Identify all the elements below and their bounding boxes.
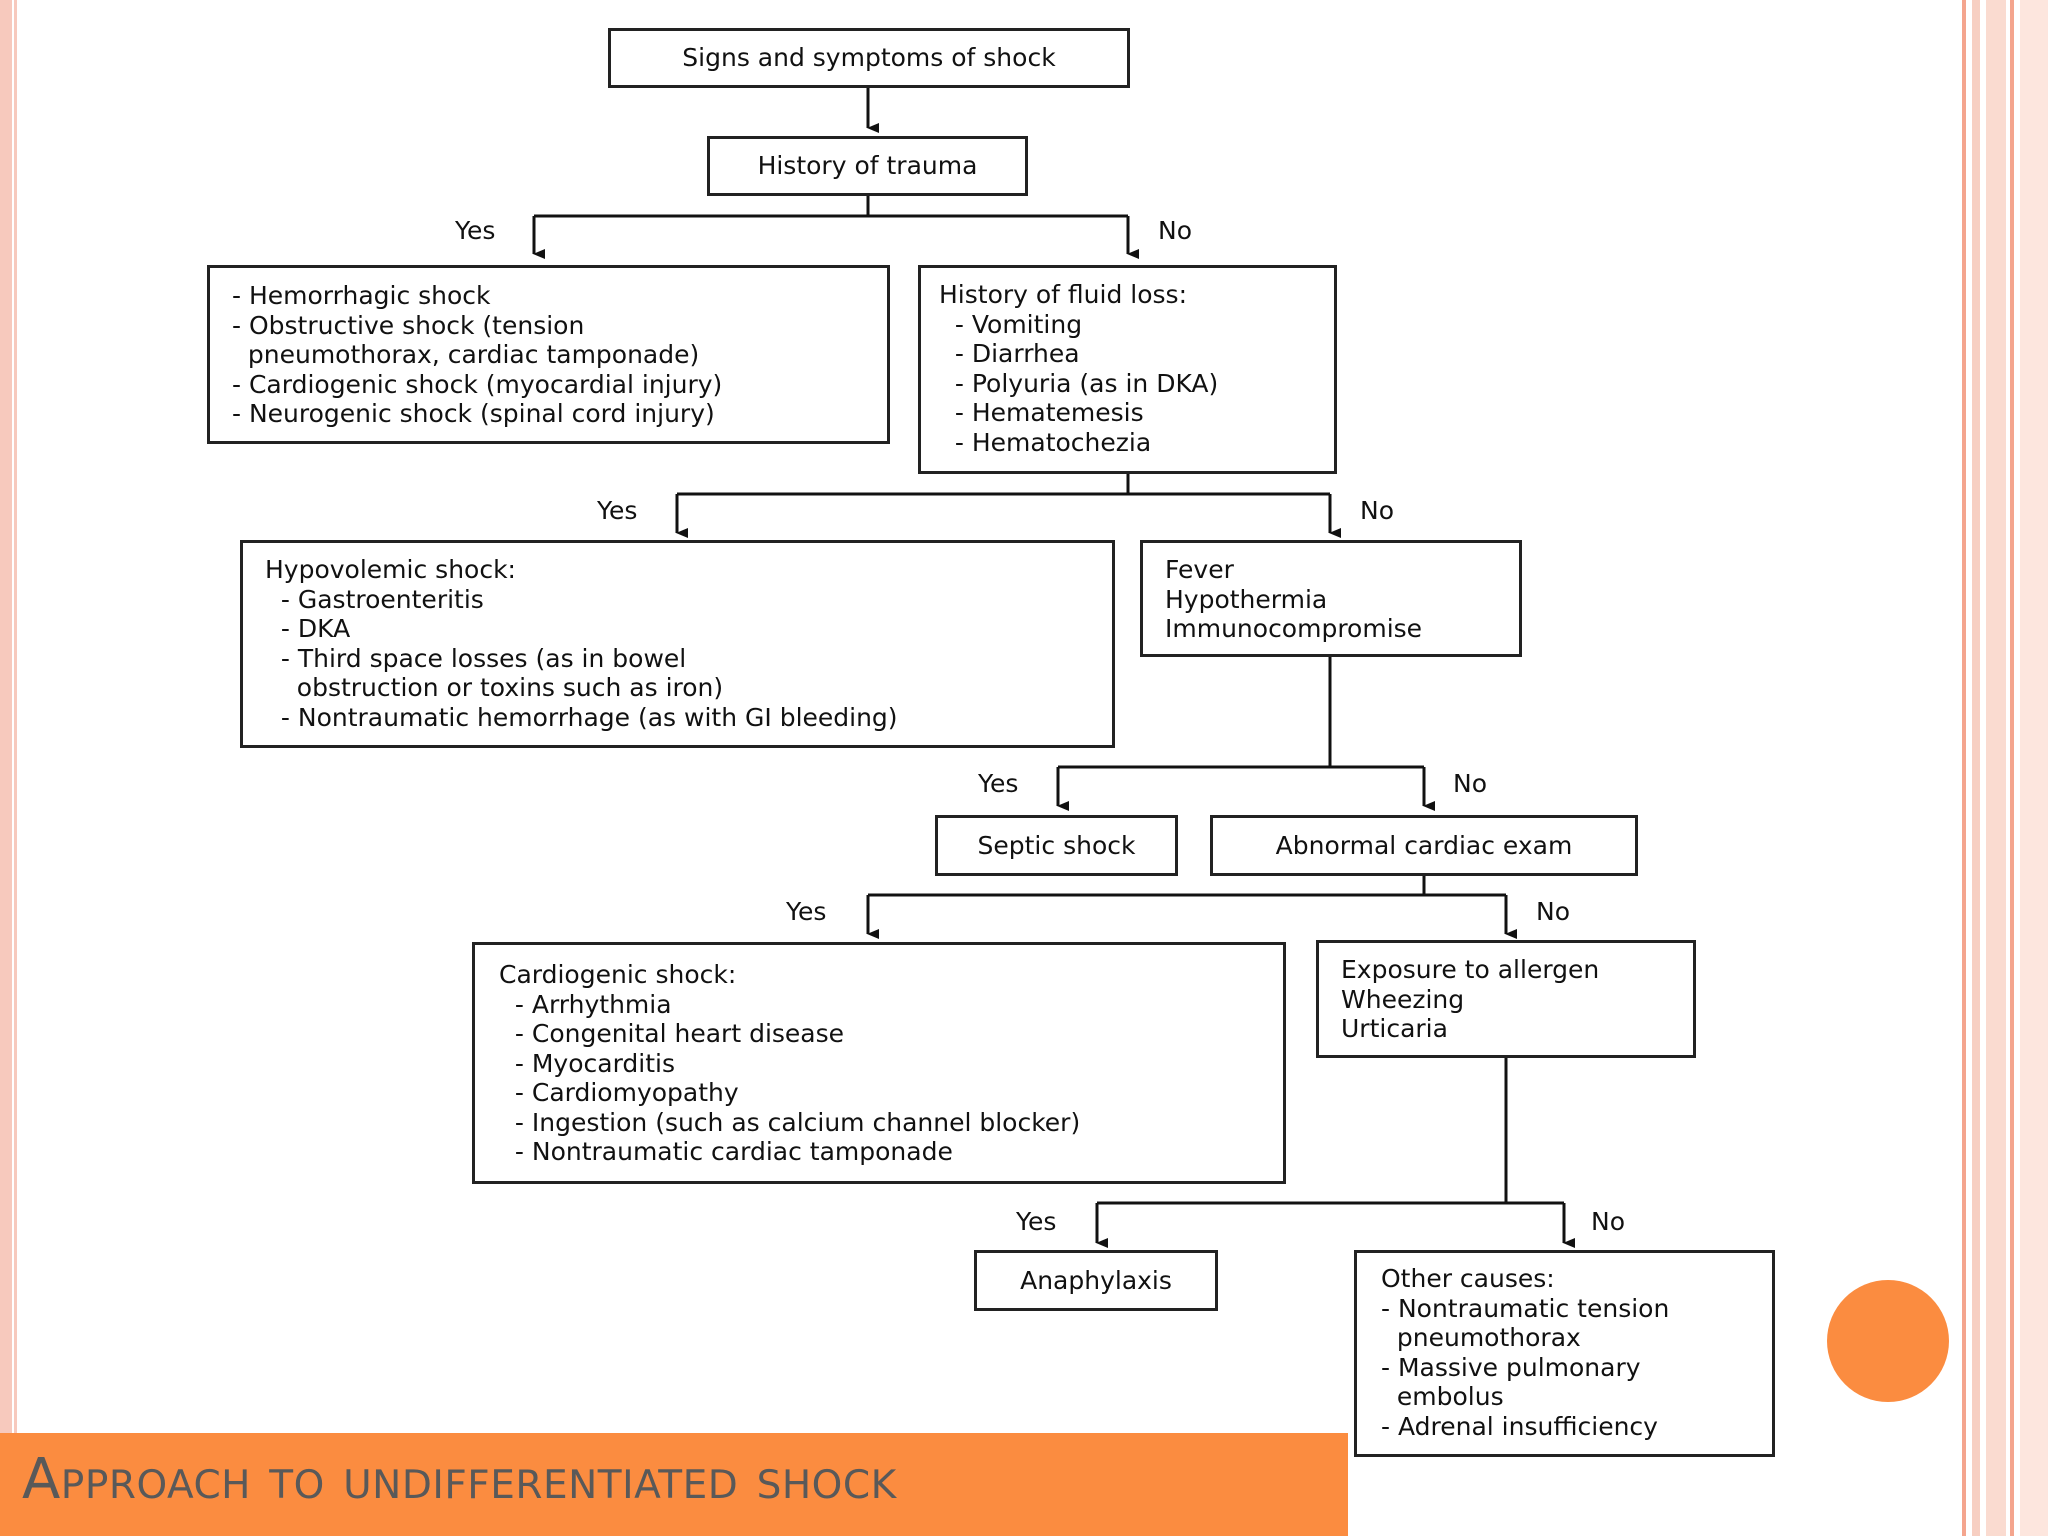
title-bar [0, 1433, 1348, 1536]
allergen-line: Wheezing [1341, 984, 1465, 1014]
hypovolemic-line: obstruction or toxins such as iron) [265, 673, 724, 702]
right-stripe [1972, 0, 1980, 1536]
other-causes-line: - Massive pulmonary [1381, 1352, 1641, 1382]
history-of-trauma-text: History of trauma [757, 151, 978, 181]
cardiogenic-line: - Cardiomyopathy [499, 1078, 739, 1107]
trauma-yes-line: - Hemorrhagic shock [232, 281, 491, 310]
no-label: No [1591, 1207, 1625, 1236]
allergen-line: Exposure to allergen [1341, 955, 1600, 984]
other-causes-line: pneumothorax [1381, 1323, 1581, 1352]
cardiogenic-line: - Nontraumatic cardiac tamponade [499, 1137, 953, 1166]
no-label: No [1360, 496, 1394, 525]
yes-label: Yes [1016, 1207, 1057, 1236]
right-stripe [2010, 0, 2014, 1536]
allergen-box: Exposure to allergen Wheezing Urticaria [1316, 940, 1696, 1058]
fluid-loss-line: - Diarrhea [939, 339, 1080, 368]
fluid-loss-line: - Polyuria (as in DKA) [939, 368, 1219, 398]
hypovolemic-shock-box: Hypovolemic shock: - Gastroenteritis - D… [240, 540, 1115, 748]
no-label: No [1158, 216, 1192, 245]
signs-and-symptoms-text: Signs and symptoms of shock [682, 43, 1056, 73]
cardiogenic-shock-box: Cardiogenic shock: - Arrhythmia - Congen… [472, 942, 1286, 1184]
slide-title: Approach to undifferentiated shock [22, 1447, 897, 1512]
fever-line: Immunocompromise [1165, 614, 1423, 643]
other-causes-line: - Adrenal insufficiency [1381, 1411, 1658, 1441]
trauma-yes-line: - Cardiogenic shock (myocardial injury) [232, 369, 723, 399]
cardiogenic-line: Cardiogenic shock: [499, 960, 737, 989]
no-label: No [1536, 897, 1570, 926]
decorative-circle [1827, 1280, 1949, 1402]
signs-and-symptoms-box: Signs and symptoms of shock [608, 28, 1130, 88]
trauma-yes-line: - Obstructive shock (tension [232, 310, 585, 340]
anaphylaxis-text: Anaphylaxis [1020, 1265, 1172, 1295]
right-stripe [1962, 0, 1966, 1536]
septic-shock-text: Septic shock [977, 830, 1136, 860]
other-causes-line: Other causes: [1381, 1264, 1555, 1293]
fluid-loss-line: History of fluid loss: [939, 280, 1187, 309]
fever-line: Hypothermia [1165, 584, 1328, 614]
history-of-trauma-box: History of trauma [707, 136, 1028, 196]
other-causes-box: Other causes: - Nontraumatic tension pne… [1354, 1250, 1775, 1457]
slide-left-border-line [14, 0, 17, 1536]
no-label: No [1453, 769, 1487, 798]
septic-shock-box: Septic shock [935, 815, 1178, 876]
right-stripe [1986, 0, 2006, 1536]
fluid-loss-line: - Hematochezia [939, 427, 1152, 457]
trauma-yes-line: - Neurogenic shock (spinal cord injury) [232, 399, 715, 428]
other-causes-line: - Nontraumatic tension [1381, 1293, 1670, 1323]
trauma-yes-box: - Hemorrhagic shock - Obstructive shock … [207, 265, 890, 444]
fluid-loss-line: - Hematemesis [939, 398, 1144, 427]
abnormal-cardiac-exam-box: Abnormal cardiac exam [1210, 815, 1638, 876]
abnormal-cardiac-exam-text: Abnormal cardiac exam [1275, 830, 1573, 860]
yes-label: Yes [978, 769, 1019, 798]
fluid-loss-box: History of fluid loss: - Vomiting - Diar… [918, 265, 1337, 474]
trauma-yes-line: pneumothorax, cardiac tamponade) [232, 340, 700, 369]
other-causes-line: embolus [1381, 1382, 1504, 1411]
cardiogenic-line: - Arrhythmia [499, 989, 672, 1019]
yes-label: Yes [455, 216, 496, 245]
cardiogenic-line: - Ingestion (such as calcium channel blo… [499, 1107, 1081, 1137]
hypovolemic-line: - Nontraumatic hemorrhage (as with GI bl… [265, 702, 898, 732]
cardiogenic-line: - Myocarditis [499, 1048, 676, 1078]
hypovolemic-line: - Gastroenteritis [265, 584, 484, 614]
hypovolemic-line: Hypovolemic shock: [265, 555, 516, 584]
fever-line: Fever [1165, 555, 1234, 584]
slide-left-border [0, 0, 12, 1536]
yes-label: Yes [786, 897, 827, 926]
right-stripe [2020, 0, 2048, 1536]
hypovolemic-line: - Third space losses (as in bowel [265, 643, 687, 673]
fluid-loss-line: - Vomiting [939, 309, 1083, 339]
yes-label: Yes [597, 496, 638, 525]
anaphylaxis-box: Anaphylaxis [974, 1250, 1218, 1311]
allergen-line: Urticaria [1341, 1014, 1448, 1043]
fever-box: Fever Hypothermia Immunocompromise [1140, 540, 1522, 657]
cardiogenic-line: - Congenital heart disease [499, 1019, 845, 1048]
hypovolemic-line: - DKA [265, 614, 351, 643]
